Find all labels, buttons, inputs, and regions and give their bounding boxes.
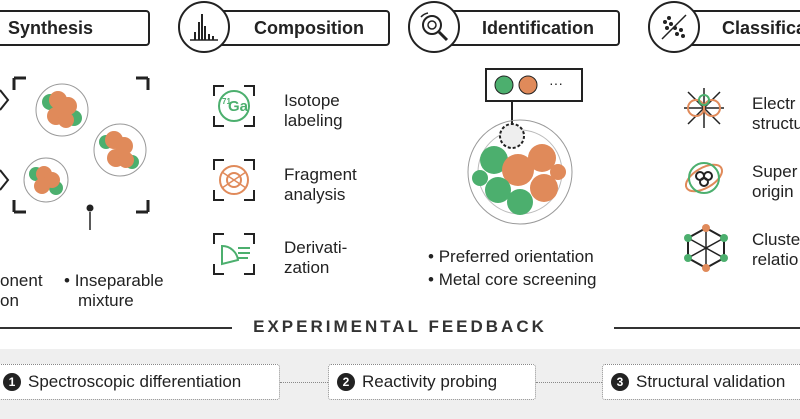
superatom-origin-icon	[682, 156, 726, 200]
step-label: Structural validation	[636, 372, 786, 391]
step-label: Spectroscopic differentiation	[28, 372, 242, 391]
identification-title: Identification	[482, 17, 594, 38]
element-legend-box: ···	[485, 68, 583, 102]
orange-atom-icon	[518, 75, 538, 95]
composition-title: Composition	[254, 17, 364, 38]
nanocluster-icon	[93, 123, 147, 177]
feedback-divider-left	[0, 327, 232, 329]
synthesis-header: Synthesis	[0, 10, 150, 46]
green-atom-icon	[494, 75, 514, 95]
step-number-badge: 3	[611, 373, 629, 391]
step-connector	[536, 382, 602, 383]
cluster-relation-icon	[684, 224, 728, 272]
composition-item-label: Fragment analysis	[284, 165, 357, 204]
derivatization-icon	[210, 230, 258, 278]
composition-header: Composition	[200, 10, 390, 46]
nanocluster-icon	[23, 157, 69, 203]
arrow-icon	[0, 169, 10, 191]
step-connector	[280, 382, 328, 383]
step-structural: 3 Structural validation	[602, 364, 800, 400]
arrow-icon	[0, 89, 10, 111]
synthesis-illustration	[0, 76, 150, 230]
step-number-badge: 2	[337, 373, 355, 391]
synthesis-caption-left: onent on	[0, 271, 43, 310]
bullet-dot: •	[64, 271, 75, 290]
identification-bullet: • Preferred orientation	[428, 247, 594, 266]
step-spectroscopic: 1 Spectroscopic differentiation	[0, 364, 280, 400]
cluster-identification-illustration	[467, 102, 573, 225]
identification-header: Identification	[430, 10, 620, 46]
isotope-ga-icon: 71 Ga	[210, 82, 258, 130]
composition-item-label: Derivati- zation	[284, 238, 348, 277]
synthesis-caption-right: • Inseparable mixture	[64, 271, 164, 310]
step-label: Reactivity probing	[362, 372, 498, 391]
step-number-badge: 1	[3, 373, 21, 391]
step-reactivity: 2 Reactivity probing	[328, 364, 536, 400]
nanocluster-icon	[35, 83, 89, 137]
classification-item-label: Electr structu	[752, 94, 800, 133]
fragment-icon	[210, 156, 258, 204]
scatter-classify-icon	[648, 1, 700, 53]
classification-title: Classificati	[722, 17, 800, 38]
feedback-divider-right	[614, 327, 800, 329]
feedback-title: EXPERIMENTAL FEEDBACK	[253, 317, 547, 336]
identification-bullet: • Metal core screening	[428, 270, 597, 289]
classification-item-label: Super origin	[752, 162, 798, 201]
magnifier-search-icon	[408, 1, 460, 53]
synthesis-title: Synthesis	[8, 17, 94, 38]
classification-item-label: Cluste relatio	[752, 230, 800, 269]
composition-item-label: Isotope labeling	[284, 91, 343, 130]
electronic-structure-icon	[682, 86, 726, 130]
mass-spectrum-icon	[178, 1, 230, 53]
